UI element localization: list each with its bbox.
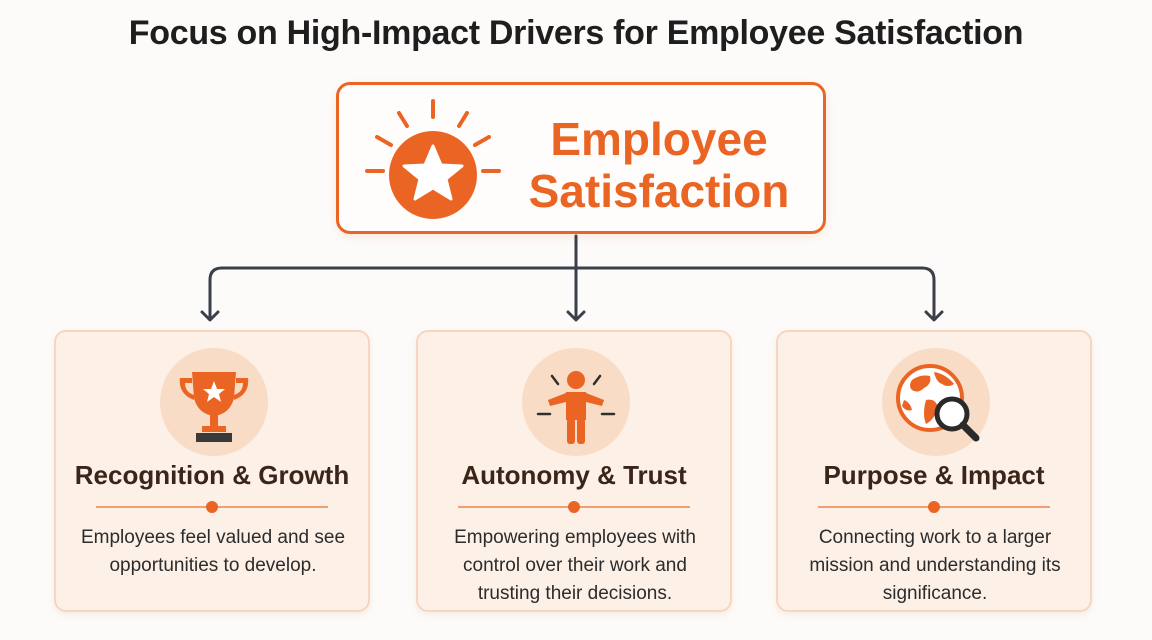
card-description: Connecting work to a larger mission and … bbox=[809, 527, 1061, 604]
card-icon-bg bbox=[882, 348, 990, 456]
card-description: Empowering employees with control over t… bbox=[454, 527, 696, 604]
card-divider-dot bbox=[928, 501, 940, 513]
card-autonomy-trust: Autonomy & Trust Empowering employees wi… bbox=[416, 330, 732, 612]
card-icon-bg bbox=[522, 348, 630, 456]
card-purpose-impact: Purpose & Impact Connecting work to a la… bbox=[776, 330, 1092, 612]
card-title: Recognition & Growth bbox=[74, 460, 350, 490]
page-title: Focus on High-Impact Drivers for Employe… bbox=[128, 14, 1024, 52]
root-node-employee-satisfaction: Employee Satisfaction bbox=[336, 82, 826, 234]
root-label-line1: Employee bbox=[550, 113, 768, 165]
globe-magnifier-icon bbox=[896, 364, 980, 442]
card-icon-bg bbox=[160, 348, 268, 456]
root-label-line2: Satisfaction bbox=[528, 165, 790, 217]
connector-right bbox=[574, 266, 936, 320]
card-title: Autonomy & Trust bbox=[461, 460, 687, 490]
root-label: Employee Satisfaction bbox=[509, 113, 809, 217]
connector-left bbox=[208, 266, 578, 320]
card-title: Purpose & Impact bbox=[823, 460, 1045, 490]
card-description: Employees feel valued and see opportunit… bbox=[80, 527, 346, 576]
card-recognition-growth: Recognition & Growth Employees feel valu… bbox=[54, 330, 370, 612]
card-divider-dot bbox=[206, 501, 218, 513]
star-burst-icon bbox=[365, 99, 501, 219]
person-arms-open-icon bbox=[536, 371, 616, 444]
card-divider-dot bbox=[568, 501, 580, 513]
trophy-icon bbox=[179, 372, 249, 442]
